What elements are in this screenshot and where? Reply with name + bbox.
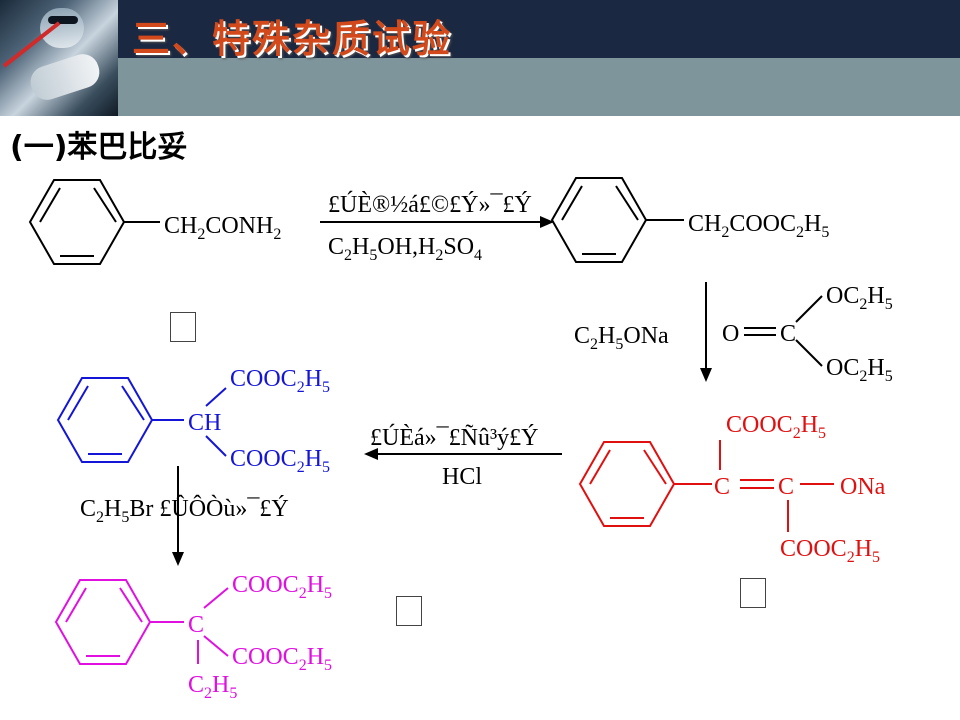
- carbonate-c: C: [780, 321, 796, 347]
- magenta-cooc-top: COOC2H5: [232, 572, 332, 602]
- benzene-ring-2: [550, 177, 684, 263]
- header-band: [0, 58, 960, 116]
- red-bonds: [719, 440, 834, 532]
- ester-formula: CH2COOC2H5: [688, 211, 829, 241]
- magenta-ethyl: C2H5: [188, 672, 237, 702]
- red-c2: C: [778, 474, 794, 500]
- magenta-c: C: [188, 612, 204, 638]
- blue-bonds: [205, 387, 227, 457]
- reagent-1-top: £ÚÈ®½á£©£Ý»¯£Ý: [328, 191, 532, 218]
- arrow-head-4: [172, 552, 184, 566]
- carbonate-bond-up: [795, 295, 823, 323]
- red-intermediate-labels: COOC2H5 C C ONa COOC2H5: [714, 412, 886, 566]
- blue-cooc-bottom: COOC2H5: [230, 446, 330, 476]
- reagent-4: C2H5Br£ÛÔÒù»¯£Ý: [80, 495, 289, 526]
- carbonate-oc-top: OC2H5: [826, 283, 893, 313]
- reagent-1-bottom: C2H5OH,H2SO4: [328, 234, 482, 264]
- red-cooc-top: COOC2H5: [726, 412, 826, 442]
- carbonate-oc-bottom: OC2H5: [826, 355, 893, 385]
- arrow-head-3: [364, 448, 378, 460]
- benzene-ring-red: [578, 441, 712, 527]
- reactant-formula: CH2CONH2: [164, 213, 281, 243]
- arrow-head-1: [540, 216, 554, 228]
- carbonate-o: O: [722, 321, 739, 347]
- placeholder-box-1: [170, 312, 196, 342]
- arrow-head-2: [700, 368, 712, 382]
- reagent-3-top: £ÚÈá»¯£Ñû³ý£Ý: [370, 424, 539, 451]
- red-c1: C: [714, 474, 730, 500]
- benzene-ring-blue: [56, 377, 184, 463]
- magenta-bonds: [197, 587, 229, 664]
- slide-title: 三、特殊杂质试验: [132, 17, 453, 61]
- blue-cooc-top: COOC2H5: [230, 366, 330, 396]
- header-bar: [0, 0, 960, 58]
- reagent-2: C2H5ONa: [574, 323, 669, 353]
- red-ona: ONa: [840, 474, 886, 500]
- carbonate-bond-down: [795, 339, 823, 367]
- benzene-ring-1: [28, 179, 160, 265]
- magenta-cooc-bottom: COOC2H5: [232, 644, 332, 674]
- placeholder-box-2: [740, 578, 766, 608]
- section-subtitle: (一)苯巴比妥: [10, 130, 188, 165]
- reagent-3-bottom: HCl: [442, 464, 482, 490]
- placeholder-box-3: [396, 596, 422, 626]
- header-photo: [0, 0, 118, 116]
- photo-eye: [48, 16, 78, 24]
- red-cooc-bottom: COOC2H5: [780, 536, 880, 566]
- benzene-ring-magenta: [54, 579, 184, 665]
- blue-ch: CH: [188, 410, 221, 436]
